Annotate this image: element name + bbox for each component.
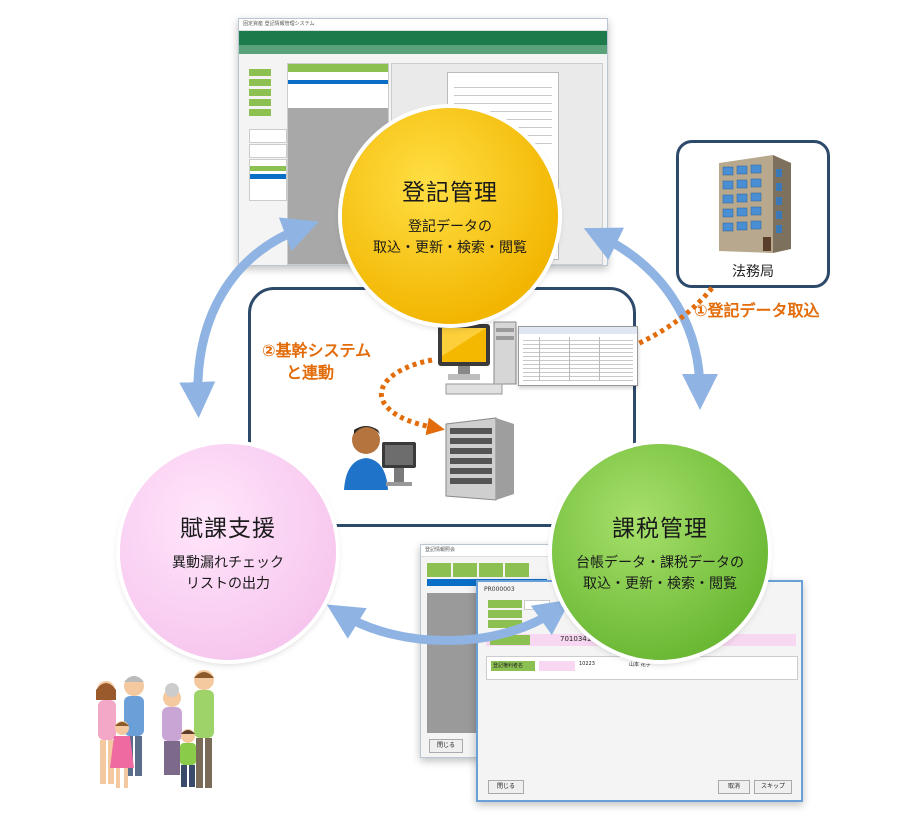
registry-management-circle: 登記管理 登記データの 取込・更新・検索・閲覧 xyxy=(342,108,558,324)
tax-line2: 取込・更新・検索・閲覧 xyxy=(583,576,737,592)
window-title: 固定資産 登記情報管理システム xyxy=(243,21,315,27)
registry-title: 登記管理 xyxy=(402,180,498,206)
app-header-bar xyxy=(239,31,607,45)
server-icon xyxy=(445,417,514,501)
office-building-icon xyxy=(719,155,791,253)
code-value: 10223 xyxy=(579,661,595,667)
desktop-computer-icon xyxy=(438,321,517,395)
registry-line1: 登記データの xyxy=(408,219,492,235)
skip-button[interactable]: スキップ xyxy=(754,780,792,794)
applicant-label: 登記権利者名 xyxy=(493,663,524,669)
spreadsheet-thumbnail xyxy=(518,326,638,386)
legal-bureau-box: 法務局 xyxy=(676,140,830,288)
window-title: 登記情報照会 xyxy=(425,547,456,553)
window-titlebar: 固定資産 登記情報管理システム xyxy=(239,19,607,31)
step1-label: ①登記データ取込 xyxy=(694,301,820,320)
assessment-support-circle: 賦課支援 異動漏れチェック リストの出力 xyxy=(120,444,336,660)
step2-line1: ②基幹システム xyxy=(262,341,372,360)
name-value: 山本 花子 xyxy=(629,662,651,668)
legal-bureau-label: 法務局 xyxy=(732,264,774,280)
close-button[interactable]: 閉じる xyxy=(488,780,524,794)
assessment-line1: 異動漏れチェック xyxy=(172,555,284,571)
tax-line1: 台帳データ・課税データの xyxy=(576,555,744,571)
app-nav-bar xyxy=(239,45,607,54)
step2-label: ②基幹システム と連動 xyxy=(262,340,371,384)
prop-id-field: PR000003 xyxy=(484,586,515,593)
close-button-back[interactable]: 閉じる xyxy=(429,739,463,753)
registry-line2: 取込・更新・検索・閲覧 xyxy=(373,240,527,256)
tax-title: 課税管理 xyxy=(612,516,708,542)
cancel-button[interactable]: 取消 xyxy=(718,780,750,794)
step2-line2: と連動 xyxy=(286,363,335,382)
tax-management-circle: 課税管理 台帳データ・課税データの 取込・更新・検索・閲覧 xyxy=(552,444,768,660)
assessment-title: 賦課支援 xyxy=(180,516,276,542)
family-illustration xyxy=(96,670,214,788)
value-number: 7010341 xyxy=(560,635,592,643)
assessment-line2: リストの出力 xyxy=(186,576,270,592)
user-at-computer-icon xyxy=(344,426,416,490)
